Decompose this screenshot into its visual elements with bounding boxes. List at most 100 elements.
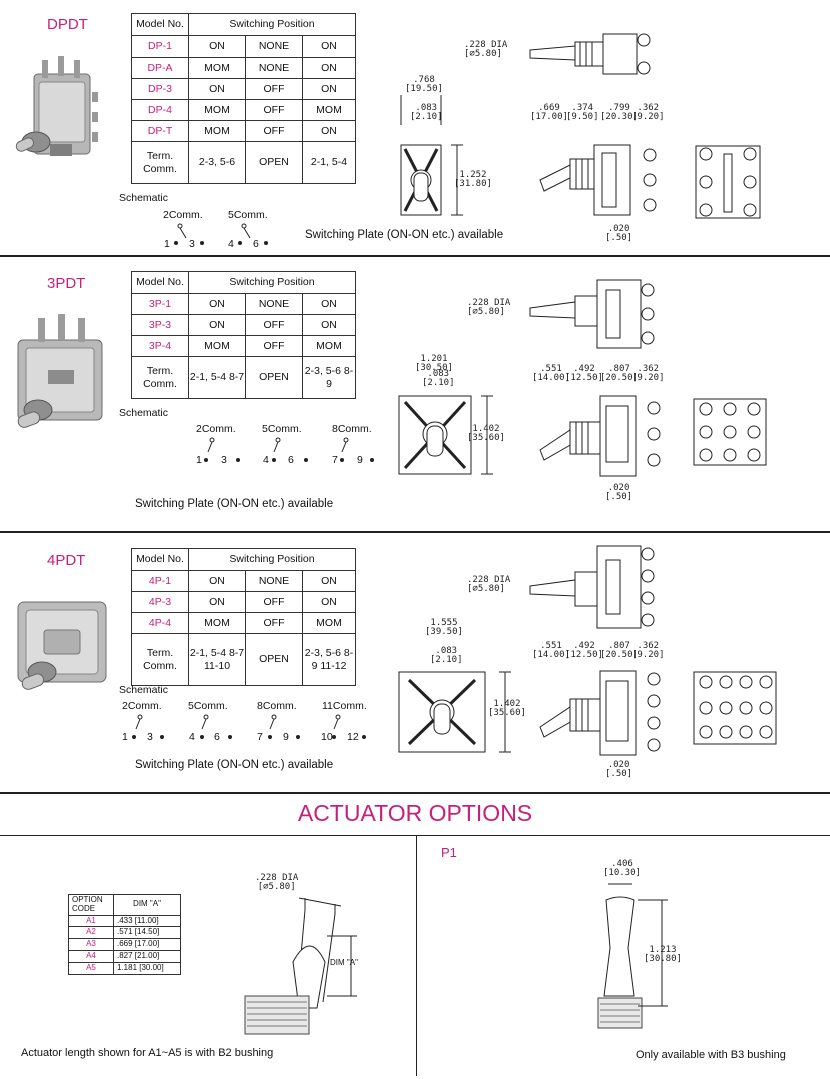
bushing-dim-mm: [2.10] xyxy=(422,378,455,389)
table-row: 4P-1 ON NONE ON xyxy=(131,570,356,592)
actuator-note-left: Actuator length shown for A1~A5 is with … xyxy=(21,1047,274,1059)
pin-label: 7 xyxy=(257,731,263,743)
divider xyxy=(0,255,830,257)
position-cell: OFF xyxy=(245,591,303,613)
4pdt-title: 4PDT xyxy=(47,552,86,569)
position-cell: ON xyxy=(302,293,356,315)
position-cell: MOM xyxy=(302,99,356,121)
position-cell: ON xyxy=(188,35,246,58)
dim-2: .492 xyxy=(573,364,595,374)
option-code: A4 xyxy=(68,949,114,963)
position-cell: OFF xyxy=(245,120,303,142)
table-row: 4P-4 MOM OFF MOM xyxy=(131,612,356,634)
pin-label: 12 xyxy=(347,731,359,743)
dia-dim-mm: [⌀5.80] xyxy=(464,49,502,60)
dim-3-mm: [20.50] xyxy=(600,650,638,661)
col-dim-a: DIM "A" xyxy=(113,894,181,916)
col-switching-position: Switching Position xyxy=(188,13,356,36)
dim-1-mm: [14.00] xyxy=(532,373,570,384)
option-dim: .827 [21.00] xyxy=(113,949,181,963)
p1-height-dim: 1.213 xyxy=(649,945,677,955)
table-row: A2.571 [14.50] xyxy=(68,926,181,940)
divider xyxy=(0,531,830,533)
dim-a-label: DIM "A" xyxy=(330,958,358,967)
actuator-dia-dim: .228 DIA xyxy=(255,873,299,883)
position-cell: NONE xyxy=(245,293,303,315)
position-cell: ON xyxy=(302,120,356,142)
actuator-note-right: Only available with B3 bushing xyxy=(636,1049,786,1061)
position-cell: MOM xyxy=(302,335,356,357)
col-model-no: Model No. xyxy=(131,548,189,571)
thickness-dim: .020 xyxy=(607,224,630,234)
plate-note: Switching Plate (ON-ON etc.) available xyxy=(305,229,504,241)
pin-label: 3 xyxy=(221,454,227,466)
divider xyxy=(0,835,830,836)
p1-title: P1 xyxy=(441,845,457,860)
4pdt-photo xyxy=(17,601,107,690)
option-dim: .433 [11.00] xyxy=(113,914,181,928)
divider xyxy=(0,792,830,794)
option-dim: 1.181 [30.00] xyxy=(113,961,181,975)
position-cell: ON xyxy=(302,78,356,100)
table-row: DP-3 ON OFF ON xyxy=(131,78,356,100)
dia-dim: .228 DIA xyxy=(467,298,511,308)
term-cell: OPEN xyxy=(245,356,303,399)
dim-2: .374 xyxy=(571,103,594,113)
table-row: 3P-4 MOM OFF MOM xyxy=(131,335,356,357)
position-cell: ON xyxy=(188,591,246,613)
table-row: 4P-3 ON OFF ON xyxy=(131,591,356,613)
pin-label: 3 xyxy=(189,238,195,250)
width-dim: .768 xyxy=(413,75,435,85)
dim-1-mm: [17.00] xyxy=(530,112,568,123)
width-dim-mm: [39.50] xyxy=(425,627,463,638)
3pdt-side-view xyxy=(539,395,661,477)
dim-3: .799 xyxy=(608,103,630,113)
3pdt-bottom-view xyxy=(693,398,767,466)
term-cell: 2-3, 5-6 8-9 xyxy=(302,356,356,399)
dpdt-side-view xyxy=(539,144,657,216)
plate-note: Switching Plate (ON-ON etc.) available xyxy=(135,759,334,771)
table-row: 3P-1 ON NONE ON xyxy=(131,293,356,315)
dim-3: .807 xyxy=(608,641,630,651)
table-row: Term. Comm. 2-1, 5-4 8-7 OPEN 2-3, 5-6 8… xyxy=(131,356,356,399)
dim-3: .807 xyxy=(608,364,630,374)
pin-label: 4 xyxy=(228,238,234,250)
4pdt-table: Model No. Switching Position 4P-1 ON NON… xyxy=(131,548,356,686)
position-cell: OFF xyxy=(245,78,303,100)
pin-label: 6 xyxy=(253,238,259,250)
pin-label: 7 xyxy=(332,454,338,466)
dim-1: .669 xyxy=(538,103,560,113)
dim-2-mm: [12.50] xyxy=(565,650,603,661)
position-cell: ON xyxy=(188,314,246,336)
p1-height-dim-mm: [30.80] xyxy=(644,954,682,965)
model-cell: 3P-3 xyxy=(131,314,189,336)
table-row: DP-1 ON NONE ON xyxy=(131,35,356,58)
position-cell: ON xyxy=(302,57,356,79)
height-dim-mm: [31.80] xyxy=(454,179,492,190)
dim-4-mm: [9.20] xyxy=(632,112,665,123)
dpdt-table: Model No. Switching Position DP-1 ON NON… xyxy=(131,13,356,184)
col-model-no: Model No. xyxy=(131,271,189,294)
dpdt-front-view xyxy=(400,95,463,216)
dpdt-photo xyxy=(15,56,98,156)
3pdt-table: Model No. Switching Position 3P-1 ON NON… xyxy=(131,271,356,399)
width-dim-mm: [19.50] xyxy=(405,84,443,95)
schematic-label: Schematic xyxy=(119,407,169,419)
dia-dim-mm: [⌀5.80] xyxy=(467,584,505,595)
position-cell: OFF xyxy=(245,314,303,336)
dia-dim: .228 DIA xyxy=(464,40,508,50)
vertical-divider xyxy=(416,836,417,1076)
dim-1: .551 xyxy=(540,641,562,651)
term-comm-label: Term. Comm. xyxy=(131,356,189,399)
dim-2-mm: [12.50] xyxy=(565,373,603,384)
pin-label: 9 xyxy=(357,454,363,466)
position-cell: MOM xyxy=(302,612,356,634)
comm-label: 2Comm. xyxy=(163,209,203,221)
model-cell: 4P-4 xyxy=(131,612,189,634)
dim-4-mm: [9.20] xyxy=(632,650,665,661)
height-dim: 1.402 xyxy=(493,699,521,709)
model-cell: DP-T xyxy=(131,120,189,142)
schematic-label: Schematic xyxy=(119,192,169,204)
comm-label: 5Comm. xyxy=(188,700,228,712)
dpdt-title: DPDT xyxy=(47,16,88,33)
